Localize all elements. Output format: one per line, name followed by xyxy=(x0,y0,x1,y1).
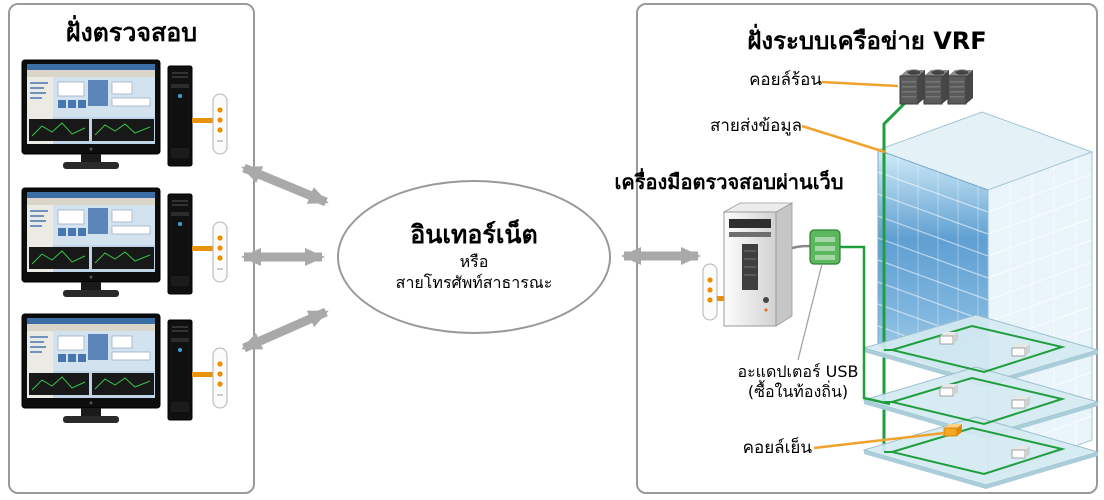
data-line-label: สายส่งข้อมูล xyxy=(709,116,802,136)
internet-cloud: อินเทอร์เน็ต หรือ สายโทรศัพท์สาธารณะ xyxy=(337,180,611,334)
internet-label: อินเทอร์เน็ต xyxy=(410,220,538,250)
monitoring-panel: ฝั่งตรวจสอบ xyxy=(8,3,255,494)
or-label: หรือ xyxy=(459,252,489,272)
cold-coil-label: คอยล์เย็น xyxy=(742,438,812,458)
usb-adapter-label: อะแดปเตอร์ USB (ซื้อในท้องถิ่น) xyxy=(700,362,896,402)
arrow-bottom xyxy=(241,307,329,353)
phone-line-label: สายโทรศัพท์สาธารณะ xyxy=(395,273,553,293)
arrow-top xyxy=(241,163,329,207)
usb-adapter-label-line1: อะแดปเตอร์ USB xyxy=(737,362,859,381)
vrf-panel-title: ฝั่งระบบเครือข่าย VRF xyxy=(747,27,987,55)
monitoring-panel-title: ฝั่งตรวจสอบ xyxy=(65,18,198,47)
hot-coil-label: คอยล์ร้อน xyxy=(749,70,822,90)
web-tool-label: เครื่องมือตรวจสอบผ่านเว็บ xyxy=(614,170,844,194)
usb-adapter-label-line2: (ซื้อในท้องถิ่น) xyxy=(747,382,849,401)
